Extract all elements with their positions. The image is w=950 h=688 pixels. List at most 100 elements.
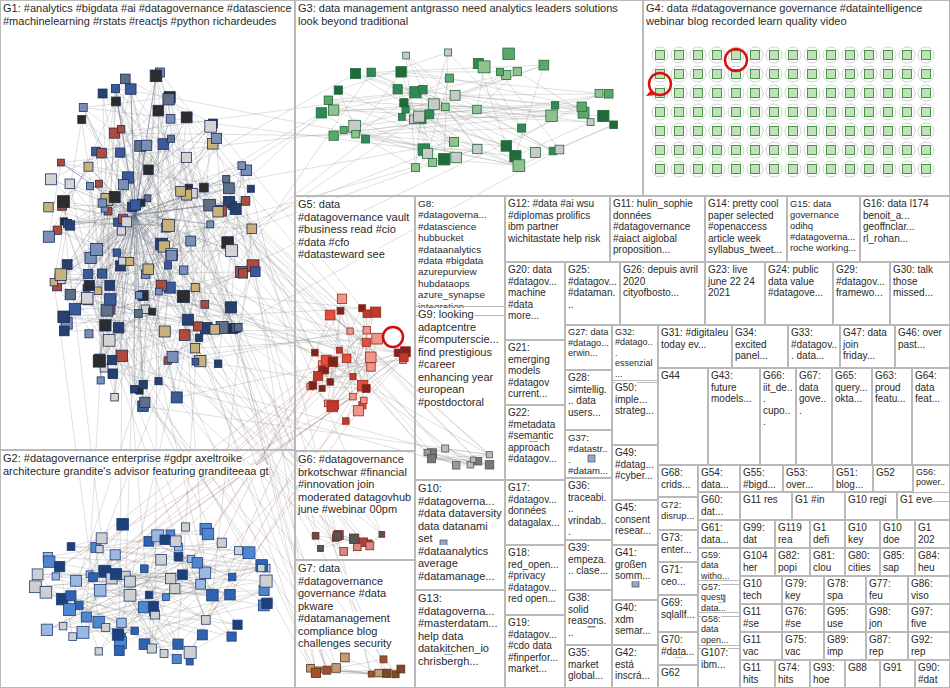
group-box: G53: over... <box>783 465 833 492</box>
vertex-icon <box>587 119 594 126</box>
group-box: G99: dat <box>740 520 775 548</box>
group-box: G32: #datago... essenzial... <box>612 325 658 383</box>
vertex-icon <box>58 311 70 323</box>
group-box: G82: popi <box>775 548 810 576</box>
group-box: G21: emerging models #datagov current... <box>505 340 565 405</box>
group-label: G77: feu <box>869 578 891 601</box>
vertex-icon <box>93 355 105 367</box>
vertex-halo <box>823 66 839 82</box>
network-link <box>190 625 237 653</box>
vertex-icon <box>228 573 236 581</box>
vertex-halo <box>842 85 858 101</box>
vertex-icon <box>143 264 154 275</box>
group-label: G92: rep <box>911 634 933 657</box>
vertex-icon <box>243 547 255 559</box>
group-box: G79: key <box>782 576 824 604</box>
inter-group-link <box>110 285 398 352</box>
vertex-icon <box>226 245 238 257</box>
group-label: G31: #digitaleu today ev... <box>661 327 728 350</box>
vertex-icon <box>238 269 247 278</box>
vertex-icon <box>262 598 272 608</box>
vertex-icon <box>383 669 391 677</box>
vertex-icon <box>181 523 189 531</box>
network-link <box>112 202 229 360</box>
vertex-icon <box>425 110 434 119</box>
vertex-icon <box>372 333 383 344</box>
vertex-icon <box>632 580 639 587</box>
vertex-icon <box>501 141 512 152</box>
vertex-halo <box>823 47 839 63</box>
group-label: G1: #analytics #bigdata #ai #datagoverna… <box>3 2 292 27</box>
vertex-icon <box>171 392 182 403</box>
vertex-icon <box>111 85 119 93</box>
vertex-icon <box>922 70 931 79</box>
vertex-icon <box>43 231 54 242</box>
vertex-icon <box>71 575 82 586</box>
vertex-icon <box>340 653 349 662</box>
vertex-halo <box>671 161 687 177</box>
vertex-icon <box>234 323 242 331</box>
inter-group-link <box>60 110 334 278</box>
vertex-halo <box>766 47 782 63</box>
vertex-icon <box>789 51 798 60</box>
vertex-icon <box>366 542 374 550</box>
vertex-icon <box>156 554 167 565</box>
vertex-icon <box>751 70 760 79</box>
group-label: G47: data join friday... <box>843 327 887 361</box>
vertex-icon <box>112 629 123 640</box>
vertex-icon <box>656 146 665 155</box>
vertex-icon <box>808 89 817 98</box>
vertex-halo <box>690 142 706 158</box>
vertex-icon <box>193 322 202 331</box>
group-box: G7: data #datagovernance governance #dat… <box>295 560 415 688</box>
network-link <box>135 215 183 296</box>
vertex-icon <box>205 121 217 133</box>
group-box: G45: consent resear... <box>612 500 658 545</box>
group-label: G13: #datagoverna... #masterdatam... hel… <box>418 592 497 667</box>
group-label: G9: looking adaptcentre #computerscie...… <box>418 308 499 408</box>
vertex-icon <box>884 108 893 117</box>
vertex-icon <box>141 140 151 150</box>
inter-group-link <box>105 388 322 571</box>
group-label: G35: market global... <box>568 647 603 681</box>
group-box: G72: disrup... <box>658 497 698 530</box>
vertex-halo <box>690 66 706 82</box>
vertex-icon <box>789 127 798 136</box>
vertex-halo <box>880 142 896 158</box>
vertex-icon <box>199 567 210 578</box>
vertex-icon <box>865 165 874 174</box>
group-box: G55: #bigd... <box>740 465 783 492</box>
group-label: G80: cities <box>848 550 871 573</box>
inter-group-link <box>67 113 321 265</box>
vertex-icon <box>316 108 326 118</box>
group-label: G11 res <box>743 494 778 505</box>
vertex-halo <box>690 104 706 120</box>
vertex-icon <box>135 310 143 318</box>
vertex-icon <box>789 70 798 79</box>
network-link <box>332 352 405 407</box>
vertex-icon <box>309 382 317 390</box>
vertex-icon <box>367 68 375 76</box>
network-link <box>60 215 135 279</box>
vertex-icon <box>368 671 374 677</box>
network-link <box>176 541 238 625</box>
network-link <box>423 90 516 157</box>
group-box: G52 <box>873 465 913 492</box>
vertex-icon <box>770 165 779 174</box>
vertex-icon <box>342 354 351 363</box>
vertex-icon <box>400 353 408 361</box>
vertex-halo <box>804 123 820 139</box>
vertex-icon <box>398 113 405 120</box>
group-box: G36: traceabi... vrindab... <box>565 478 612 540</box>
vertex-icon <box>442 103 450 111</box>
vertex-icon <box>656 127 665 136</box>
vertex-halo <box>880 85 896 101</box>
group-label: G10 doe <box>883 522 902 545</box>
network-link <box>47 559 191 630</box>
vertex-halo <box>671 85 687 101</box>
vertex-icon <box>84 162 93 171</box>
vertex-icon <box>207 589 218 600</box>
vertex-icon <box>350 393 357 400</box>
vertex-icon <box>352 130 360 138</box>
vertex-icon <box>202 528 213 539</box>
